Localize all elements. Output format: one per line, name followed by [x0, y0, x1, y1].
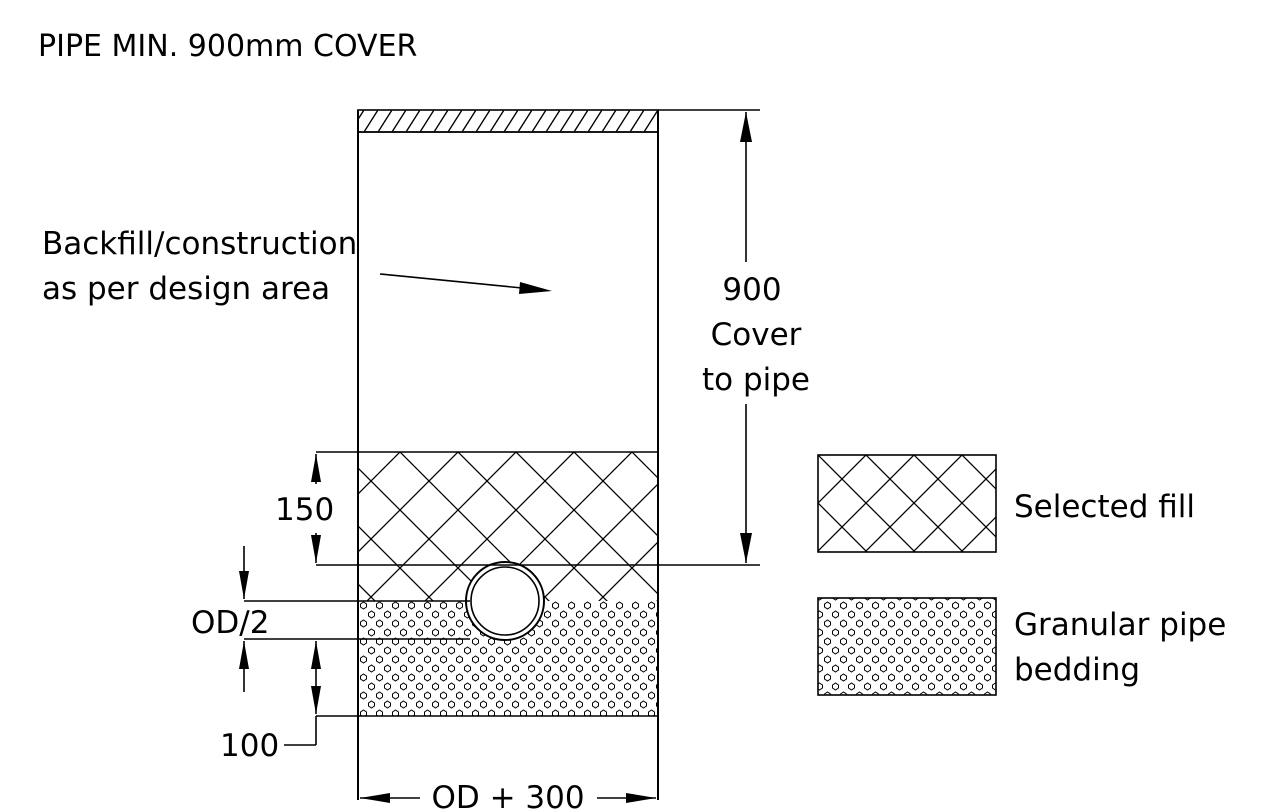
half-od-value: OD/2 [191, 605, 269, 641]
backfill-note-line-2: as per design area [42, 271, 330, 307]
surface-layer [357, 109, 659, 133]
legend-granular-bedding-swatch [817, 597, 997, 696]
trench-width-dimension: OD + 300 [360, 780, 656, 809]
trench-width-value: OD + 300 [431, 780, 584, 809]
legend-granular-bedding: Granular pipe bedding [817, 597, 1226, 696]
pipe [465, 561, 545, 641]
cover-dimension-label-2: to pipe [702, 362, 810, 398]
drawing-title: PIPE MIN. 900mm COVER [38, 29, 417, 64]
selected-fill-height-dimension: 150 [275, 454, 334, 563]
legend-selected-fill-swatch [817, 454, 997, 553]
half-od-dimension: OD/2 [191, 546, 470, 692]
legend-granular-bedding-label-1: Granular pipe [1014, 607, 1226, 643]
bedding-depth-dimension: 100 [220, 641, 321, 764]
cover-dimension-label-1: Cover [711, 317, 802, 353]
cover-dimension: 900 Cover to pipe [316, 109, 810, 566]
backfill-note: Backfill/construction as per design area [42, 226, 552, 307]
selected-fill-height-value: 150 [275, 492, 334, 528]
backfill-note-line-1: Backfill/construction [42, 226, 357, 262]
legend-selected-fill: Selected fill [817, 454, 1195, 553]
bedding-depth-value: 100 [220, 728, 279, 764]
trench-outline [316, 110, 659, 800]
cover-dimension-value: 900 [722, 272, 781, 308]
legend-selected-fill-label: Selected fill [1014, 489, 1195, 525]
legend-granular-bedding-label-2: bedding [1014, 652, 1140, 688]
